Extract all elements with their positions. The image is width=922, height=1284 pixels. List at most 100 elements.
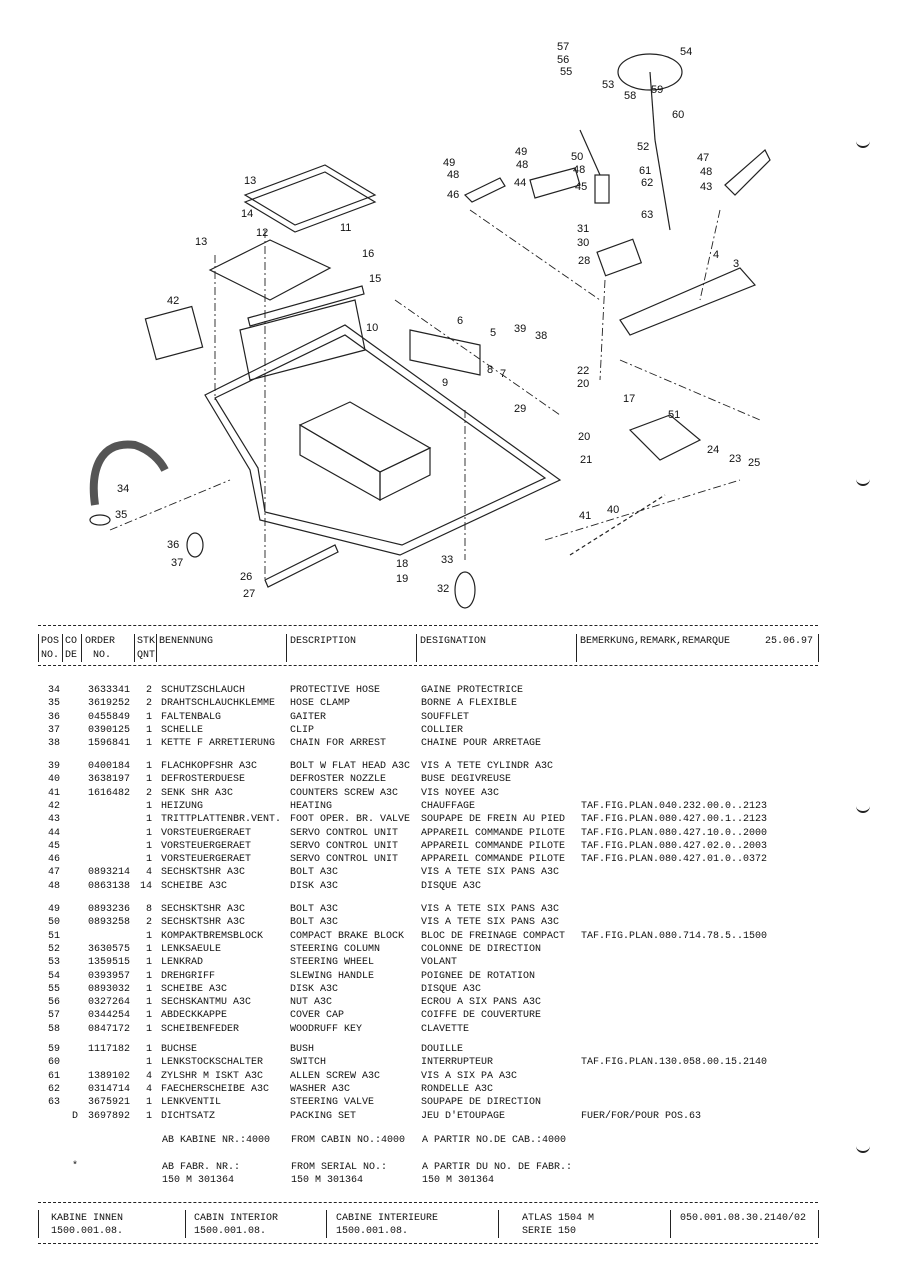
row-benennung: FAECHERSCHEIBE A3C xyxy=(161,1083,270,1095)
callout-label: 50 xyxy=(571,151,583,163)
row-order-no: 3633341 xyxy=(88,685,131,696)
callout-label: 52 xyxy=(637,141,649,153)
callout-label: 48 xyxy=(516,159,528,171)
callout-label: 48 xyxy=(573,164,585,176)
row-benennung: DRAHTSCHLAUCHKLEMME xyxy=(161,698,276,710)
row-benennung: KETTE F ARRETIERUNG xyxy=(161,738,276,750)
row-order-no: 0393957 xyxy=(88,970,131,982)
row-benennung: LENKVENTIL xyxy=(161,1097,222,1109)
row-designation: RONDELLE A3C xyxy=(421,1083,494,1095)
row-order-no: 0893214 xyxy=(88,867,131,879)
callout-label: 3 xyxy=(733,258,739,270)
row-benennung: SCHEIBE A3C xyxy=(161,983,228,995)
row-benennung: LENKSTOCKSCHALTER xyxy=(161,1057,264,1069)
note-star: * xyxy=(72,1161,79,1172)
callout-label: 8 xyxy=(487,364,493,376)
row-qty: 4 xyxy=(146,867,153,879)
row-description: HOSE CLAMP xyxy=(290,698,351,710)
note-serial-de-2: 150 M 301364 xyxy=(162,1175,235,1186)
note-serial-fr-2: 150 M 301364 xyxy=(422,1175,495,1186)
row-benennung: TRITTPLATTENBR.VENT. xyxy=(161,814,282,826)
row-order-no: 3675921 xyxy=(88,1097,131,1109)
callout-label: 47 xyxy=(697,152,709,164)
row-pos: 44 xyxy=(48,827,61,839)
callout-label: 35 xyxy=(115,509,127,521)
row-description: SLEWING HANDLE xyxy=(290,970,375,982)
row-benennung: SCHEIBENFEDER xyxy=(161,1023,240,1035)
callout-label: 14 xyxy=(241,208,253,220)
header-designation: DESIGNATION xyxy=(420,636,487,647)
row-designation: SOUFFLET xyxy=(421,711,470,723)
footer-code-de: 1500.001.08. xyxy=(51,1226,124,1237)
row-remark: TAF.FIG.PLAN.080.714.78.5..1500 xyxy=(581,930,768,942)
row-qty: 1 xyxy=(146,738,153,750)
row-description: GAITER xyxy=(290,711,327,723)
row-qty: 1 xyxy=(146,774,153,786)
row-pos: 60 xyxy=(48,1057,61,1069)
row-order-no: 1616482 xyxy=(88,787,131,799)
defroster-nozzle xyxy=(569,494,666,556)
row-description: BOLT A3C xyxy=(290,917,339,929)
row-designation: JEU D'ETOUPAGE xyxy=(421,1110,506,1122)
row-benennung: DEFROSTERDUESE xyxy=(161,774,246,786)
callout-label: 34 xyxy=(117,483,129,495)
row-benennung: SECHSKTSHR A3C xyxy=(161,917,246,929)
row-qty: 2 xyxy=(146,685,153,696)
row-pos: 51 xyxy=(48,930,61,942)
row-remark: TAF.FIG.PLAN.130.058.00.15.2140 xyxy=(581,1057,768,1069)
row-qty: 1 xyxy=(146,930,153,942)
row-qty: 1 xyxy=(146,761,153,772)
row-designation: BLOC DE FREINAGE COMPACT xyxy=(421,930,566,942)
row-benennung: DICHTSATZ xyxy=(161,1110,216,1122)
row-designation: SOUPAPE DE DIRECTION xyxy=(421,1097,542,1109)
callout-label: 43 xyxy=(700,181,712,193)
row-pos: 41 xyxy=(48,787,61,799)
cabin-floor xyxy=(204,324,562,556)
row-remark: TAF.FIG.PLAN.040.232.00.0..2123 xyxy=(581,800,768,812)
row-order-no: 0863138 xyxy=(88,880,131,892)
callout-label: 59 xyxy=(651,84,663,96)
row-order-no: 3619252 xyxy=(88,698,131,710)
compact-brake-block xyxy=(628,414,702,461)
row-designation: BUSE DEGIVREUSE xyxy=(421,774,512,786)
note-serial-fr-1: A PARTIR DU NO. DE FABR.: xyxy=(422,1162,573,1173)
row-designation: VIS A TETE SIX PANS A3C xyxy=(421,917,560,929)
row-benennung: LENKSAEULE xyxy=(161,943,222,955)
row-description: STEERING WHEEL xyxy=(290,957,375,969)
callout-label: 13 xyxy=(195,236,207,248)
margin-mark xyxy=(856,1145,870,1153)
callout-label: 49 xyxy=(443,157,455,169)
footer-title-fr: CABINE INTERIEURE xyxy=(336,1213,439,1224)
row-benennung: DREHGRIFF xyxy=(161,970,216,982)
callout-label: 48 xyxy=(700,166,712,178)
row-description: DISK A3C xyxy=(290,983,339,995)
row-order-no: 0344254 xyxy=(88,1010,131,1022)
row-description: WASHER A3C xyxy=(290,1083,351,1095)
protective-hose xyxy=(89,440,169,506)
row-description: SERVO CONTROL UNIT xyxy=(290,854,399,866)
steering-wheel xyxy=(617,53,683,91)
row-benennung: FLACHKOPFSHR A3C xyxy=(161,761,258,772)
row-pos: 56 xyxy=(48,997,61,1009)
row-benennung: SENK SHR A3C xyxy=(161,787,234,799)
callout-label: 38 xyxy=(535,330,547,342)
row-description: PROTECTIVE HOSE xyxy=(290,685,381,696)
callout-label: 19 xyxy=(396,573,408,585)
callout-label: 12 xyxy=(256,227,268,239)
footer-series: SERIE 150 xyxy=(522,1226,577,1237)
row-designation: BORNE A FLEXIBLE xyxy=(421,698,518,710)
row-designation: APPAREIL COMMANDE PILOTE xyxy=(421,827,566,839)
row-order-no: 1359515 xyxy=(88,957,131,969)
callout-label: 20 xyxy=(578,431,590,443)
row-pos: 47 xyxy=(48,867,61,879)
footer-doc-number: 050.001.08.30.2140/02 xyxy=(680,1213,807,1224)
row-order-no: 1117182 xyxy=(88,1044,131,1055)
row-designation: SOUPAPE DE FREIN AU PIED xyxy=(421,814,566,826)
note-cabin-fr: A PARTIR NO.DE CAB.:4000 xyxy=(422,1135,567,1146)
callout-label: 30 xyxy=(577,237,589,249)
row-qty: 1 xyxy=(146,1057,153,1069)
row-qty: 1 xyxy=(146,1110,153,1122)
row-qty: 2 xyxy=(146,917,153,929)
row-description: BOLT A3C xyxy=(290,867,339,879)
row-designation: VOLANT xyxy=(421,957,458,969)
